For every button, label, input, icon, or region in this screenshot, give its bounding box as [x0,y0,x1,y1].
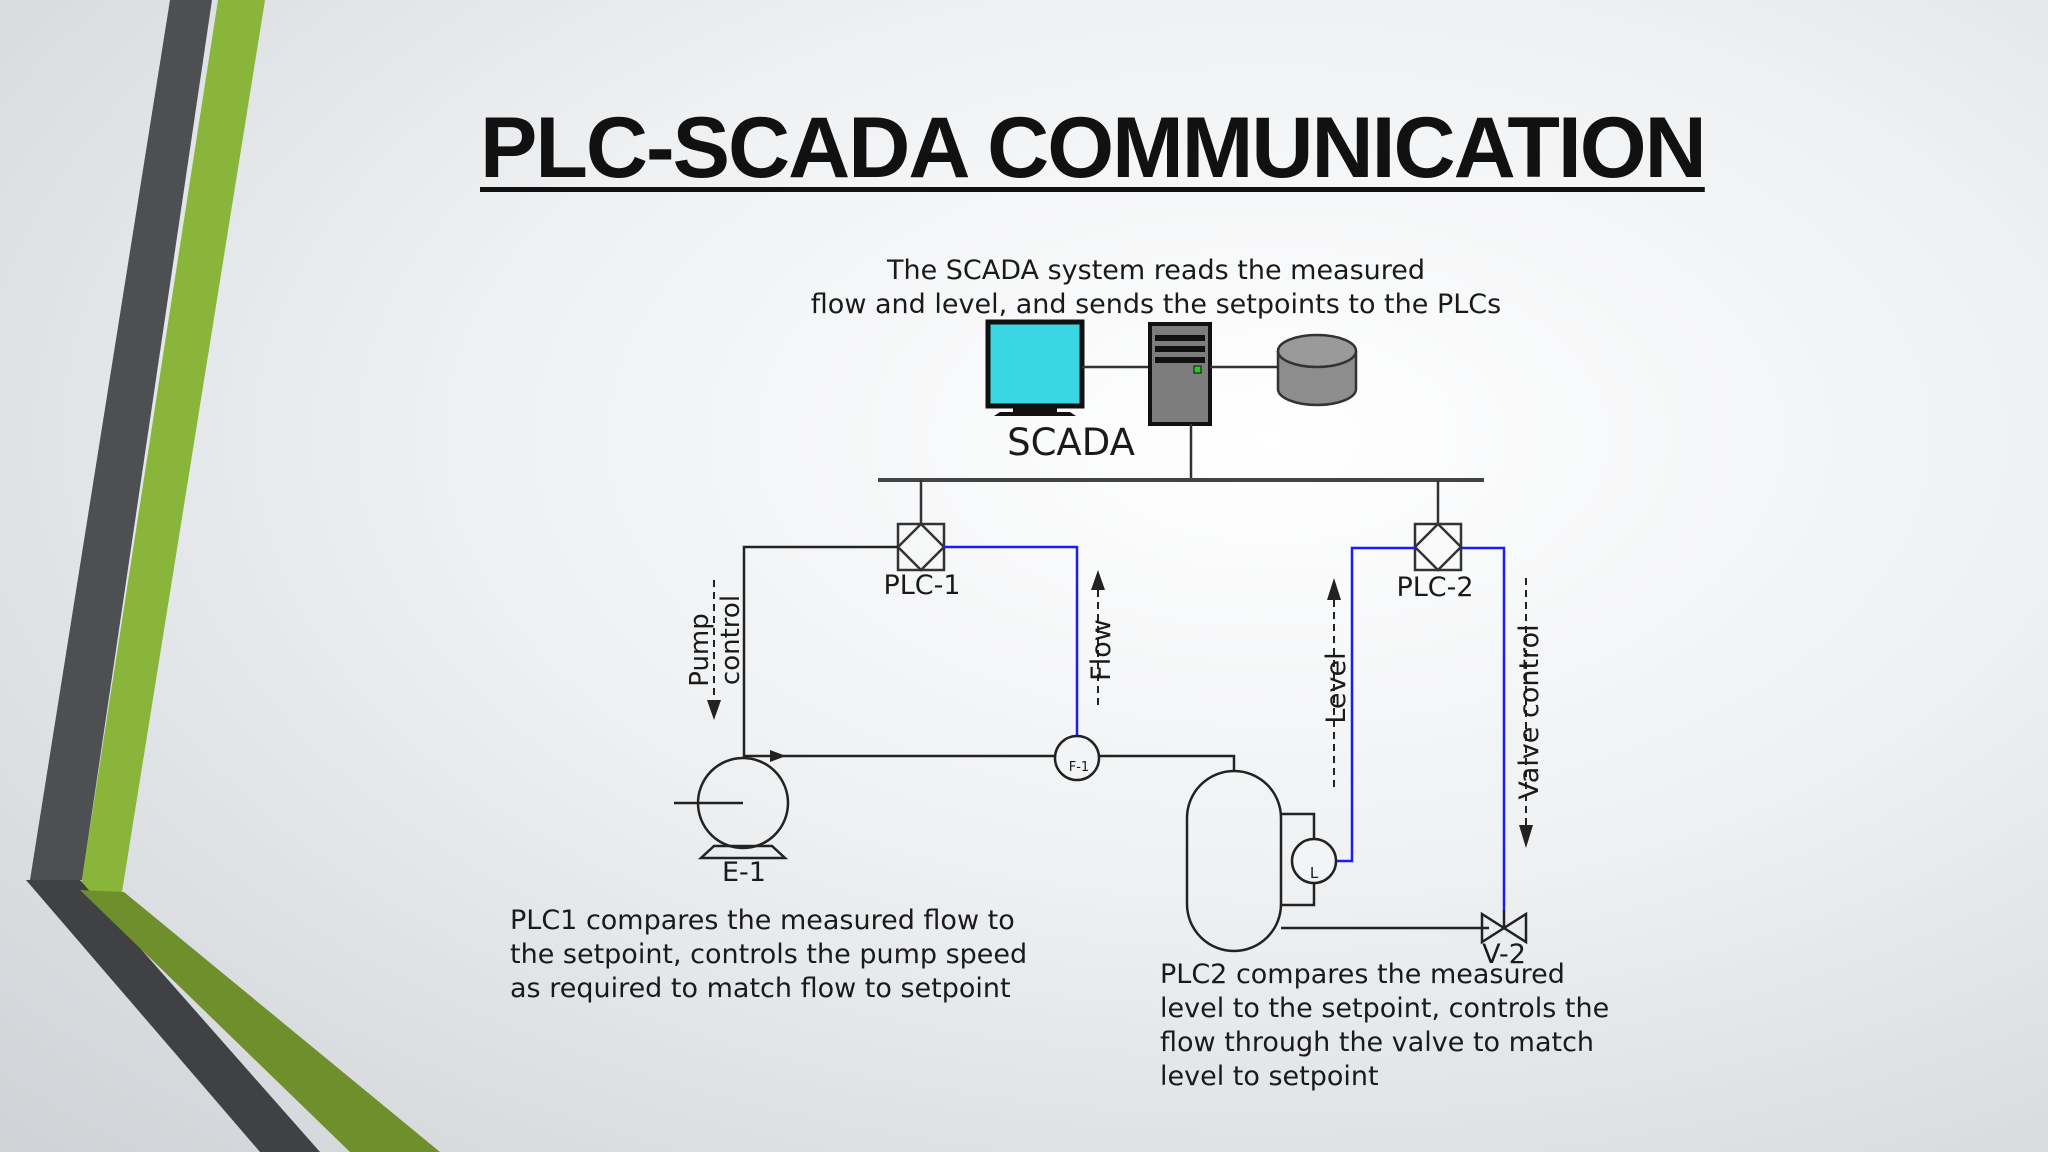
level-sensor-icon: L [1281,812,1338,907]
plc2-symbol [1413,522,1463,572]
flow-annotation: Flow [1086,570,1117,710]
slide-title: PLC-SCADA COMMUNICATION [480,100,1707,196]
plc2-caption-line-2: level to the setpoint, controls the [1160,993,1610,1024]
pump-icon: E-1 [674,756,790,888]
level-annotation: Level [1321,578,1352,790]
plc1-label: PLC-1 [883,570,960,601]
accent-bar-dark-diagonal [26,880,320,1152]
plc2-caption-line-3: flow through the valve to match [1160,1027,1595,1058]
flow-meter-tag: F-1 [1069,760,1089,775]
flow-direction-arrow [770,750,786,762]
valve-icon: V-2 [1480,910,1528,970]
level-label: Level [1321,652,1352,723]
scada-label: SCADA [1007,421,1135,464]
database-icon [1276,333,1358,407]
pump-control-wire [742,545,898,758]
valve-control-annotation: Valve control [1514,578,1545,848]
scada-caption-line-2: flow and level, and sends the setpoints … [811,289,1501,320]
plc2-caption-line-4: level to setpoint [1160,1061,1379,1092]
accent-bar-green-vertical [80,0,265,892]
accent-bar-dark-vertical [30,0,212,880]
flow-signal-wire [944,545,1079,738]
flow-meter-icon: F-1 [1053,734,1101,782]
plc2-label: PLC-2 [1396,572,1473,603]
pump-tag: E-1 [722,857,766,888]
scada-caption-line-1: The SCADA system reads the measured [886,255,1425,286]
vessel-icon [1185,769,1283,953]
pump-control-annotation: Pump control [685,580,746,720]
plc2-caption-line-1: PLC2 compares the measured [1160,959,1565,990]
accent-bar-green-diagonal [80,890,440,1152]
pump-control-label-line-2: control [716,595,746,685]
flow-label: Flow [1086,619,1117,681]
monitor-icon [985,319,1085,416]
plc1-caption-line-3: as required to match flow to setpoint [510,973,1011,1004]
plc1-caption-line-1: PLC1 compares the measured flow to [510,905,1015,936]
valve-control-wire [1461,546,1506,910]
pump-control-label-line-1: Pump [685,613,715,687]
server-icon [1148,322,1212,426]
plc1-caption: PLC1 compares the measured flow to the s… [510,904,1027,1006]
valve-tag: V-2 [1482,939,1526,970]
plc1-symbol [896,522,946,572]
plc1-caption-line-2: the setpoint, controls the pump speed [510,939,1028,970]
valve-control-label: Valve control [1514,624,1545,799]
process-pipe-main [744,754,1236,770]
level-sensor-tag: L [1310,864,1319,882]
level-signal-wire [1335,546,1415,863]
plc2-caption: PLC2 compares the measured level to the … [1160,958,1609,1094]
